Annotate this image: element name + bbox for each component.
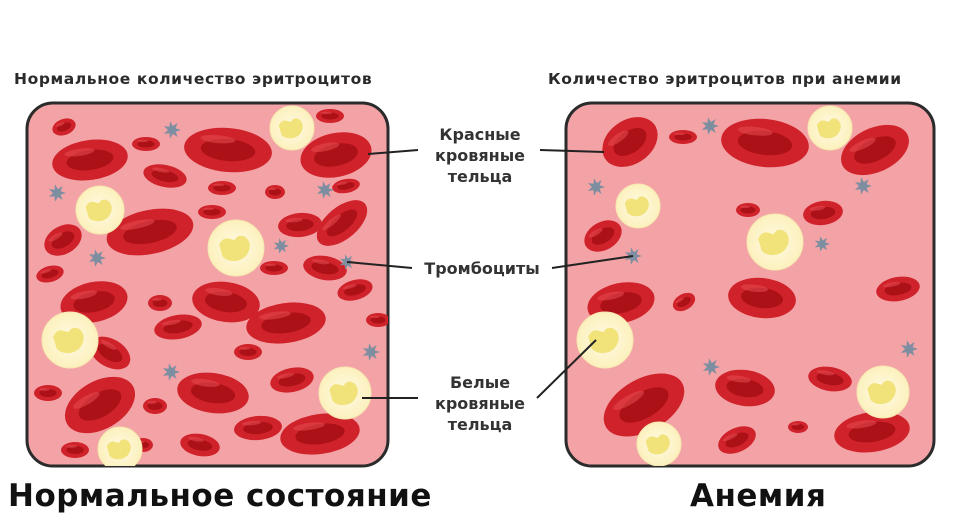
platelet	[88, 249, 106, 267]
red-blood-cell	[61, 442, 89, 458]
red-blood-cell	[803, 200, 843, 226]
white-blood-cell	[576, 311, 634, 369]
white-blood-cell	[75, 185, 125, 235]
red-blood-cell	[672, 292, 696, 312]
anemia-blood-cells	[576, 105, 920, 466]
red-cells-pointer-right	[539, 149, 605, 153]
platelet	[162, 363, 180, 381]
red-blood-cell	[278, 212, 322, 238]
platelet	[900, 340, 918, 358]
platelet	[587, 178, 605, 196]
platelet	[702, 358, 720, 376]
red-blood-cell	[36, 265, 64, 283]
white-blood-cell	[615, 183, 661, 229]
red-blood-cell	[52, 139, 128, 181]
red-blood-cell	[177, 372, 249, 414]
platelets-label: Тромбоциты	[424, 259, 540, 278]
red-blood-cell	[44, 224, 82, 256]
red-blood-cell	[280, 413, 360, 455]
normal-state-caption: Нормальное состояние	[8, 478, 432, 514]
platelet	[701, 117, 719, 135]
white-blood-cell	[807, 105, 853, 151]
red-blood-cell	[736, 203, 760, 217]
red-blood-cell	[260, 261, 288, 275]
platelet	[362, 343, 380, 361]
red-blood-cell	[718, 426, 756, 454]
white-blood-cell	[97, 426, 143, 466]
white-blood-cell	[207, 219, 265, 277]
red-blood-cell	[316, 109, 344, 123]
red-blood-cell	[834, 411, 910, 453]
red-blood-cell	[265, 185, 285, 199]
red-blood-cell	[721, 118, 809, 168]
platelet	[624, 247, 642, 265]
red-blood-cell	[270, 367, 314, 393]
red-blood-cell	[148, 295, 172, 311]
red-blood-cell	[60, 281, 128, 323]
red-blood-cell	[180, 433, 220, 457]
white-blood-cell	[41, 311, 99, 369]
red-blood-cell	[788, 421, 808, 433]
red-blood-cell	[876, 276, 920, 302]
red-blood-cell	[337, 279, 373, 301]
red-blood-cell	[246, 302, 326, 344]
white-blood-cell	[636, 421, 682, 466]
red-blood-cell	[52, 118, 76, 136]
red-blood-cell	[64, 376, 136, 434]
right-panel-title: Количество эритроцитов при анемии	[548, 70, 902, 88]
red-blood-cell	[715, 369, 775, 407]
anemia-caption: Анемия	[690, 478, 827, 514]
red-cells-pointer-left	[367, 149, 419, 155]
platelets-pointer-left	[346, 261, 413, 269]
red-blood-cell	[603, 373, 685, 437]
red-blood-cell	[300, 132, 372, 178]
white-cells-pointer-right	[536, 339, 597, 399]
red-blood-cell	[584, 220, 622, 252]
red-blood-cell	[234, 344, 262, 360]
platelet	[48, 184, 66, 202]
red-blood-cell	[106, 208, 194, 256]
red-blood-cell	[841, 124, 909, 176]
red-blood-cell	[143, 164, 187, 188]
red-blood-cell	[208, 181, 236, 195]
platelet	[814, 236, 830, 252]
platelet	[316, 181, 334, 199]
normal-blood-cells	[34, 105, 388, 466]
left-panel-title: Нормальное количество эритроцитов	[14, 70, 373, 88]
white-blood-cell	[746, 213, 804, 271]
red-blood-cell	[192, 281, 260, 323]
red-blood-cell	[184, 127, 272, 173]
red-blood-cell	[132, 137, 160, 151]
red-blood-cell	[143, 398, 167, 414]
red-blood-cell	[728, 277, 796, 319]
platelet	[273, 238, 289, 254]
red-blood-cell	[303, 255, 347, 281]
red-blood-cell	[316, 200, 368, 246]
white-blood-cell	[318, 366, 372, 420]
white-blood-cell	[856, 365, 910, 419]
red-blood-cell	[198, 205, 226, 219]
platelet	[854, 177, 872, 195]
red-blood-cell	[154, 314, 202, 340]
red-blood-cell	[366, 313, 388, 327]
red-blood-cell	[34, 385, 62, 401]
white-blood-cell	[269, 105, 315, 151]
red-blood-cell	[602, 117, 658, 167]
red-blood-cell	[234, 415, 282, 441]
red-blood-cell	[669, 130, 697, 144]
red-blood-cell	[332, 178, 360, 194]
red-blood-cell	[808, 366, 852, 392]
platelet	[163, 121, 181, 139]
platelets-pointer-right	[551, 255, 634, 269]
red-blood-cell	[89, 336, 131, 370]
